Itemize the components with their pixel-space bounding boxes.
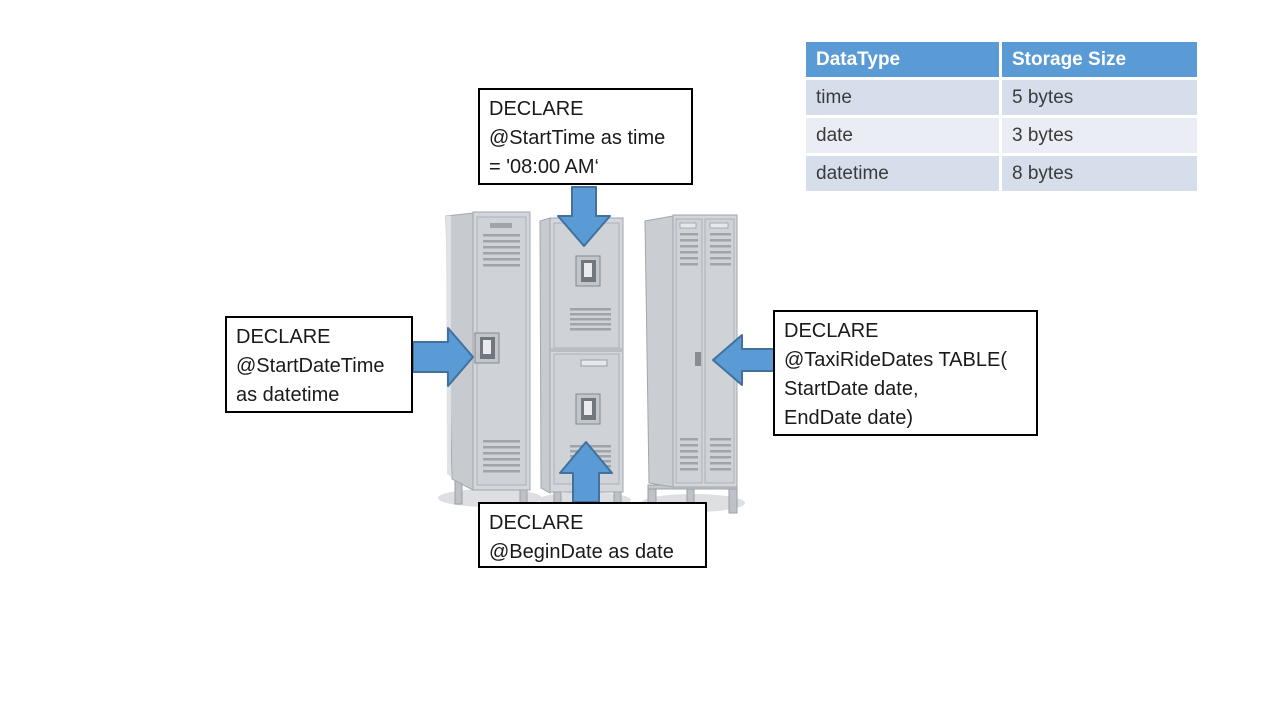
table-cell-time-size: 5 bytes: [1002, 80, 1197, 115]
callout-line: @BeginDate as date: [489, 541, 674, 563]
callout-line: DECLARE: [489, 512, 584, 534]
table-cell-date: date: [806, 118, 999, 153]
callout-line: StartDate date,: [784, 378, 919, 400]
arrow-left-icon: [712, 334, 776, 386]
callout-line: @StartTime as time: [489, 127, 666, 149]
table-header-storage-size: Storage Size: [1002, 42, 1197, 77]
callout-line: DECLARE: [236, 326, 331, 348]
callout-line: = '08:00 AM‘: [489, 156, 599, 178]
locker-double-tier: [539, 217, 624, 506]
table-cell-datetime: datetime: [806, 156, 999, 191]
table-header-datatype: DataType: [806, 42, 999, 77]
datatype-table: DataType Storage Size time 5 bytes date …: [806, 42, 1197, 191]
table-cell-date-size: 3 bytes: [1002, 118, 1197, 153]
callout-begin-date: DECLARE @BeginDate as date: [478, 502, 707, 568]
arrow-up-icon: [559, 441, 613, 503]
lockers-image: [438, 211, 745, 514]
callout-taxi-ride-dates: DECLARE @TaxiRideDates TABLE( StartDate …: [773, 310, 1038, 436]
callout-line: DECLARE: [784, 320, 879, 342]
callout-line: as datetime: [236, 384, 340, 406]
callout-line: EndDate date): [784, 407, 913, 429]
callout-line: @TaxiRideDates TABLE(: [784, 349, 1007, 371]
table-cell-time: time: [806, 80, 999, 115]
arrow-right-icon: [413, 327, 474, 387]
callout-start-time: DECLARE @StartTime as time = '08:00 AM‘: [478, 88, 693, 185]
table-cell-datetime-size: 8 bytes: [1002, 156, 1197, 191]
callout-line: @StartDateTime: [236, 355, 385, 377]
arrow-down-icon: [557, 186, 611, 247]
callout-start-datetime: DECLARE @StartDateTime as datetime: [225, 316, 413, 413]
callout-line: DECLARE: [489, 98, 584, 120]
